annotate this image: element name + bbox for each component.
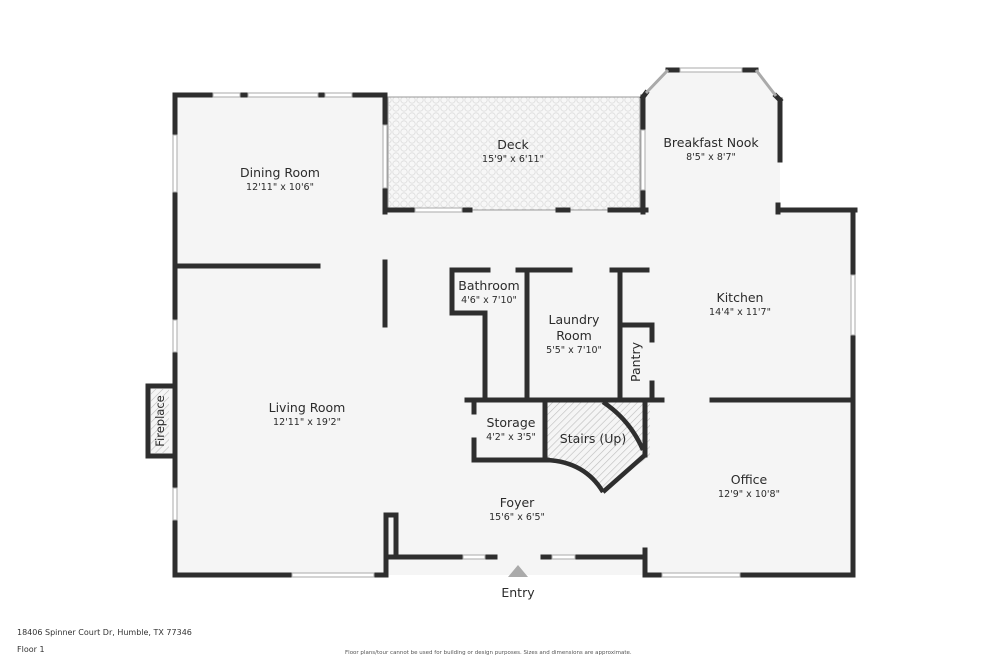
room-name: Stairs (Up)	[560, 431, 626, 446]
room-dimensions: 12'11" x 19'2"	[273, 417, 341, 428]
walls	[145, 67, 858, 578]
room-dimensions: 12'11" x 10'6"	[246, 182, 314, 193]
room-name: Foyer	[500, 495, 535, 510]
room-kitchen[interactable]: Kitchen 14'4" x 11'7"	[709, 290, 771, 318]
room-name: Laundry	[549, 312, 601, 327]
room-name: Storage	[487, 415, 536, 430]
room-name: Deck	[497, 137, 529, 152]
room-living[interactable]: Living Room 12'11" x 19'2"	[269, 400, 346, 428]
room-name: Room	[556, 328, 592, 343]
room-name: Pantry	[628, 341, 643, 382]
property-address: 18406 Spinner Court Dr, Humble, TX 77346	[17, 628, 192, 637]
room-dimensions: 5'5" x 7'10"	[546, 345, 602, 356]
room-fireplace[interactable]: Fireplace	[153, 395, 167, 446]
room-dimensions: 14'4" x 11'7"	[709, 307, 771, 318]
entry-label: Entry	[501, 585, 535, 600]
stairs-area	[547, 402, 650, 492]
room-name: Dining Room	[240, 165, 320, 180]
room-name: Breakfast Nook	[663, 135, 759, 150]
windows	[172, 67, 856, 578]
room-foyer[interactable]: Foyer 15'6" x 6'5"	[489, 495, 545, 523]
room-deck[interactable]: Deck 15'9" x 6'11"	[482, 137, 544, 165]
room-storage[interactable]: Storage 4'2" x 3'5"	[486, 415, 536, 443]
room-name: Kitchen	[717, 290, 764, 305]
room-name: Living Room	[269, 400, 346, 415]
room-name: Bathroom	[458, 278, 519, 293]
stair-walls	[546, 400, 647, 494]
deck-area	[387, 96, 641, 211]
room-dimensions: 15'6" x 6'5"	[489, 512, 545, 523]
room-stairs[interactable]: Stairs (Up)	[560, 431, 626, 446]
room-dimensions: 12'9" x 10'8"	[718, 489, 780, 500]
entry-arrow-icon	[508, 565, 528, 577]
room-pantry[interactable]: Pantry	[628, 341, 643, 382]
room-dimensions: 4'6" x 7'10"	[461, 295, 517, 306]
disclaimer: Floor plans/tour cannot be used for buil…	[345, 650, 632, 656]
room-name: Office	[731, 472, 768, 487]
room-office[interactable]: Office 12'9" x 10'8"	[718, 472, 780, 500]
room-dining[interactable]: Dining Room 12'11" x 10'6"	[240, 165, 320, 193]
room-laundry[interactable]: Laundry Room 5'5" x 7'10"	[546, 312, 602, 356]
fireplace-hearth	[151, 389, 169, 453]
room-dimensions: 15'9" x 6'11"	[482, 154, 544, 165]
room-dimensions: 4'2" x 3'5"	[486, 432, 536, 443]
room-dimensions: 8'5" x 8'7"	[686, 152, 736, 163]
room-breakfast-nook[interactable]: Breakfast Nook 8'5" x 8'7"	[663, 135, 759, 163]
room-name: Fireplace	[153, 395, 167, 446]
floor-label: Floor 1	[17, 645, 45, 654]
room-bathroom[interactable]: Bathroom 4'6" x 7'10"	[458, 278, 519, 306]
